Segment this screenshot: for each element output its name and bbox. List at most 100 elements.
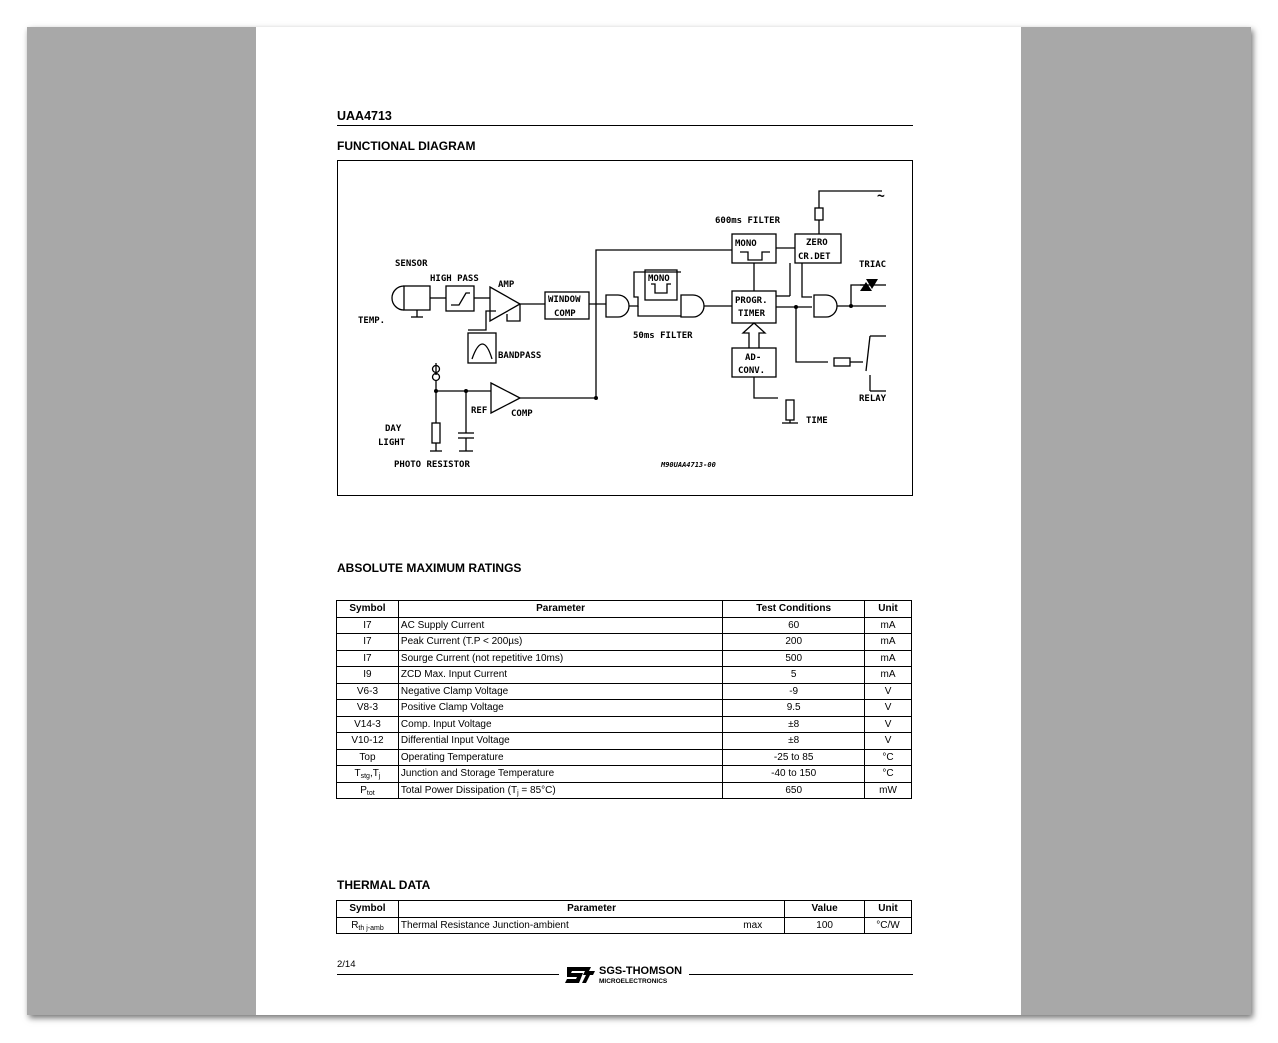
col-symbol: Symbol <box>336 900 399 918</box>
label-ac-symbol: ~ <box>877 189 885 204</box>
cell-unit: mA <box>864 616 912 634</box>
cell-symbol: V14-3 <box>336 715 399 733</box>
footer-rule-left <box>337 974 559 975</box>
section-functional-diagram: FUNCTIONAL DIAGRAM <box>337 139 476 153</box>
cell-value: 60 <box>722 616 866 634</box>
table-row: Ptot Total Power Dissipation (Tj = 85°C)… <box>336 781 912 799</box>
cell-parameter: Positive Clamp Voltage <box>397 699 724 717</box>
label-crdet: CR.DET <box>798 252 831 262</box>
cell-parameter: Total Power Dissipation (Tj = 85°C) <box>397 781 724 799</box>
table-row: Tstg,Tj Junction and Storage Temperature… <box>336 765 912 783</box>
param-text: Total Power Dissipation (T <box>400 784 518 796</box>
cell-unit: °C/W <box>864 916 912 934</box>
label-day: DAY <box>385 424 402 434</box>
page-number: 2/14 <box>337 959 356 970</box>
cell-parameter: Comp. Input Voltage <box>397 715 724 733</box>
cell-value: 100 <box>784 916 866 934</box>
brand-name: SGS-THOMSON <box>599 965 682 977</box>
col-symbol: Symbol <box>336 600 399 618</box>
cell-symbol: Ptot <box>336 781 399 799</box>
cell-parameter: Differential Input Voltage <box>397 732 724 750</box>
label-amp: AMP <box>498 280 515 290</box>
cell-unit: mA <box>864 633 912 651</box>
label-time: TIME <box>806 416 828 426</box>
param-sub: j <box>517 789 519 797</box>
label-ad: AD- <box>745 353 761 363</box>
label-zero: ZERO <box>806 238 828 248</box>
brand-sub: MICROELECTRONICS <box>599 978 668 985</box>
cell-symbol: I7 <box>336 616 399 634</box>
cell-symbol: I7 <box>336 633 399 651</box>
label-progr: PROGR. <box>735 296 768 306</box>
document-page: UAA4713 FUNCTIONAL DIAGRAM <box>256 27 1021 1015</box>
st-logo-icon <box>565 967 595 983</box>
param-qualifier: max <box>743 919 763 931</box>
cell-parameter: Sourge Current (not repetitive 10ms) <box>397 649 724 667</box>
cell-value: ±8 <box>722 715 866 733</box>
cell-unit: V <box>864 699 912 717</box>
block-diagram-svg: SENSOR HIGH PASS AMP TEMP. BANDPASS WIND… <box>358 189 887 470</box>
col-parameter: Parameter <box>397 600 724 618</box>
param-text: = 85°C) <box>518 784 556 796</box>
label-50ms-filter: 50ms FILTER <box>633 331 693 341</box>
col-unit: Unit <box>864 600 912 618</box>
cell-parameter: AC Supply Current <box>397 616 724 634</box>
label-high-pass: HIGH PASS <box>430 274 479 284</box>
col-parameter: Parameter <box>397 900 786 918</box>
label-photo-resistor: PHOTO RESISTOR <box>394 460 470 470</box>
symbol-main: R <box>351 919 359 931</box>
label-bandpass: BANDPASS <box>498 351 541 361</box>
label-relay: RELAY <box>859 394 887 404</box>
cell-parameter: Peak Current (T.P < 200µs) <box>397 633 724 651</box>
cell-unit: mA <box>864 666 912 684</box>
cell-symbol: I7 <box>336 649 399 667</box>
label-mono-50: MONO <box>648 274 670 284</box>
cell-value: 200 <box>722 633 866 651</box>
functional-diagram: SENSOR HIGH PASS AMP TEMP. BANDPASS WIND… <box>337 160 913 496</box>
cell-unit: V <box>864 732 912 750</box>
label-conv: CONV. <box>738 366 765 376</box>
cell-unit: V <box>864 715 912 733</box>
cell-symbol: V8-3 <box>336 699 399 717</box>
label-sensor: SENSOR <box>395 259 428 269</box>
label-mono-600: MONO <box>735 239 757 249</box>
col-value: Value <box>784 900 866 918</box>
cell-value: 650 <box>722 781 866 799</box>
cell-unit: mW <box>864 781 912 799</box>
label-ref: REF <box>471 406 487 416</box>
cell-parameter: Negative Clamp Voltage <box>397 682 724 700</box>
table-row: Rth j-amb Thermal Resistance Junction-am… <box>336 916 912 934</box>
label-diagram-code: M90UAA4713-00 <box>660 461 716 469</box>
label-window-comp: COMP <box>554 309 576 319</box>
col-test-conditions: Test Conditions <box>722 600 866 618</box>
cell-value: -40 to 150 <box>722 765 866 783</box>
cell-value: -25 to 85 <box>722 748 866 766</box>
thermal-header-row: Symbol Parameter Value Unit <box>336 900 912 918</box>
label-comp: COMP <box>511 409 533 419</box>
thermal-table: Symbol Parameter Value Unit Rth j-amb Th… <box>336 900 912 934</box>
cell-symbol: Rth j-amb <box>336 916 399 934</box>
cell-value: 500 <box>722 649 866 667</box>
cell-parameter: ZCD Max. Input Current <box>397 666 724 684</box>
cell-unit: °C <box>864 765 912 783</box>
cell-unit: V <box>864 682 912 700</box>
cell-symbol: I9 <box>336 666 399 684</box>
brand-logo: SGS-THOMSON MICROELECTRONICS <box>565 965 682 985</box>
part-number-header: UAA4713 <box>337 109 392 123</box>
cell-parameter: Junction and Storage Temperature <box>397 765 724 783</box>
symbol-sub: tot <box>366 789 375 797</box>
cell-value: -9 <box>722 682 866 700</box>
cell-symbol: V6-3 <box>336 682 399 700</box>
footer-rule-right <box>689 974 913 975</box>
cell-value: 5 <box>722 666 866 684</box>
cell-value: 9.5 <box>722 699 866 717</box>
